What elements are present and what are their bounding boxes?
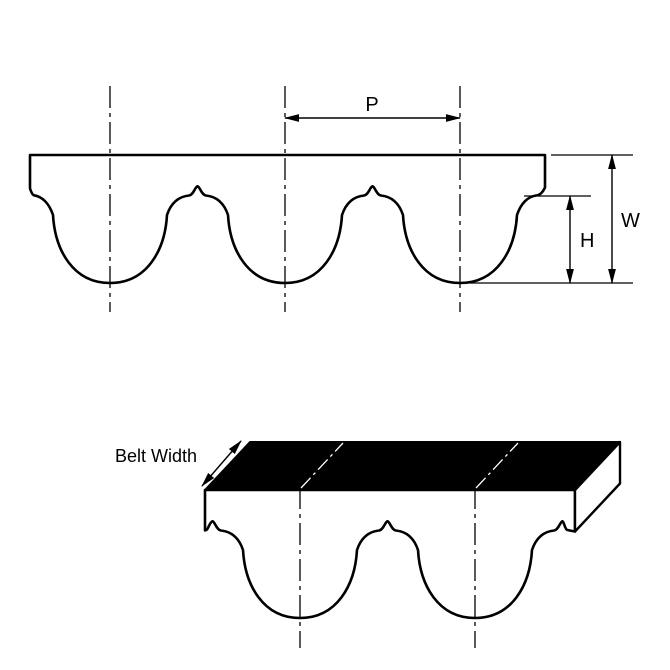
height-label: H — [580, 230, 594, 252]
pitch-label: P — [365, 94, 378, 116]
belt-width-arrow — [201, 440, 242, 487]
belt-width-dimension: Belt Width — [115, 440, 242, 487]
belt-3d-top-face — [204, 441, 621, 491]
perspective-view: Belt Width — [115, 440, 622, 648]
pitch-dimension: P — [284, 94, 461, 122]
top-face-centerline-2 — [475, 442, 519, 489]
width-dimension: W — [466, 154, 640, 284]
belt-width-label: Belt Width — [115, 446, 197, 466]
profile-view: P W H — [28, 86, 640, 312]
width-label: W — [621, 210, 640, 232]
belt-profile-outline — [28, 153, 547, 285]
top-face-centerline-1 — [300, 442, 344, 489]
belt-3d-front-profile — [203, 488, 577, 620]
height-dimension: H — [524, 195, 594, 284]
